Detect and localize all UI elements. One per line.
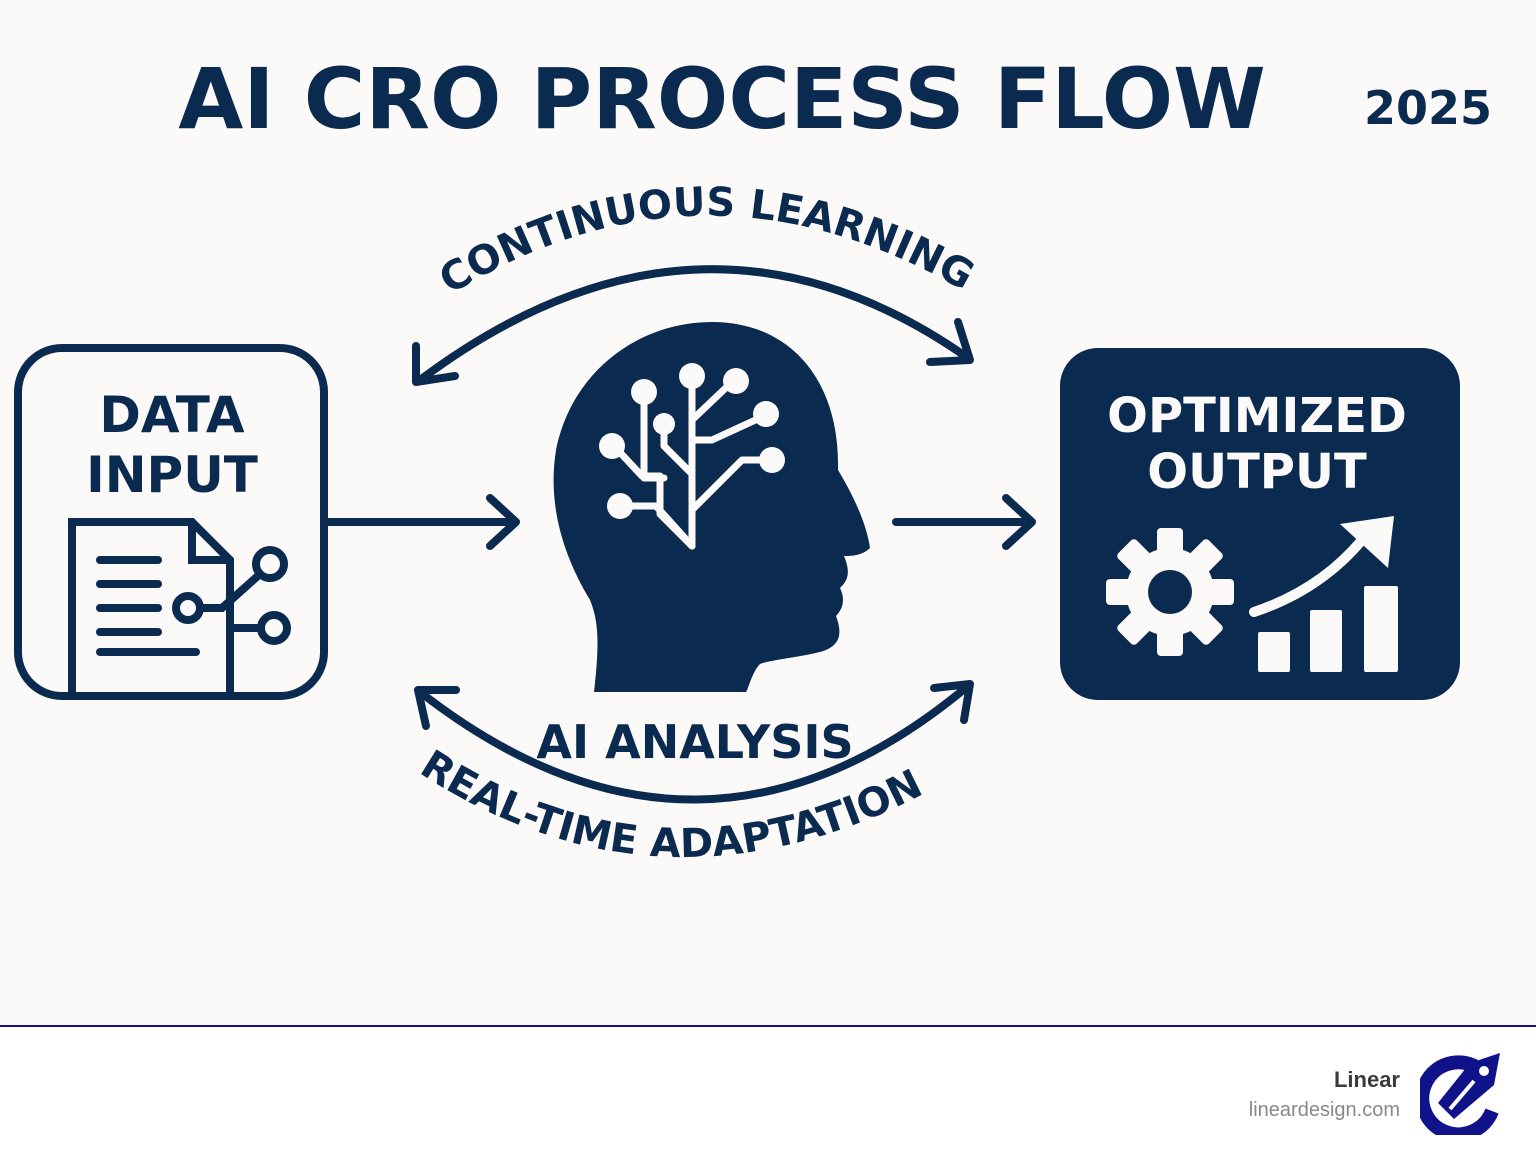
brand-name: Linear: [1333, 1067, 1400, 1092]
data-input-line2: INPUT: [86, 446, 258, 504]
gear-icon: [1106, 528, 1234, 656]
arrow-input-to-analysis: [324, 494, 520, 550]
footer: Linear lineardesign.com: [0, 1025, 1536, 1156]
document-network-icon: [68, 518, 291, 696]
real-time-adaptation-loop-arrow: [414, 680, 974, 804]
year-label: 2025: [1364, 81, 1492, 135]
growth-chart-icon: [1249, 516, 1398, 672]
data-input-line1: DATA: [99, 386, 245, 444]
ai-head-icon: [553, 322, 870, 692]
arrow-analysis-to-output: [892, 494, 1036, 550]
ai-analysis-label: AI ANALYSIS: [536, 715, 853, 769]
optimized-output-node: OPTIMIZED OUTPUT: [1060, 348, 1460, 700]
continuous-learning-label: CONTINUOUS LEARNING: [432, 179, 982, 303]
brand-url: lineardesign.com: [1248, 1099, 1400, 1121]
data-input-node: DATA INPUT: [14, 344, 328, 700]
continuous-learning-text: CONTINUOUS LEARNING: [432, 179, 982, 303]
optimized-output-line2: OUTPUT: [1147, 444, 1367, 500]
page-title: AI CRO PROCESS FLOW: [178, 50, 1266, 148]
continuous-learning-loop-arrow: [412, 265, 974, 386]
optimized-output-line1: OPTIMIZED: [1107, 388, 1407, 444]
rocket-logo-icon: [1420, 1053, 1500, 1135]
process-flow-diagram: AI CRO PROCESS FLOW 2025 DATA INPUT CONT…: [14, 50, 1492, 867]
